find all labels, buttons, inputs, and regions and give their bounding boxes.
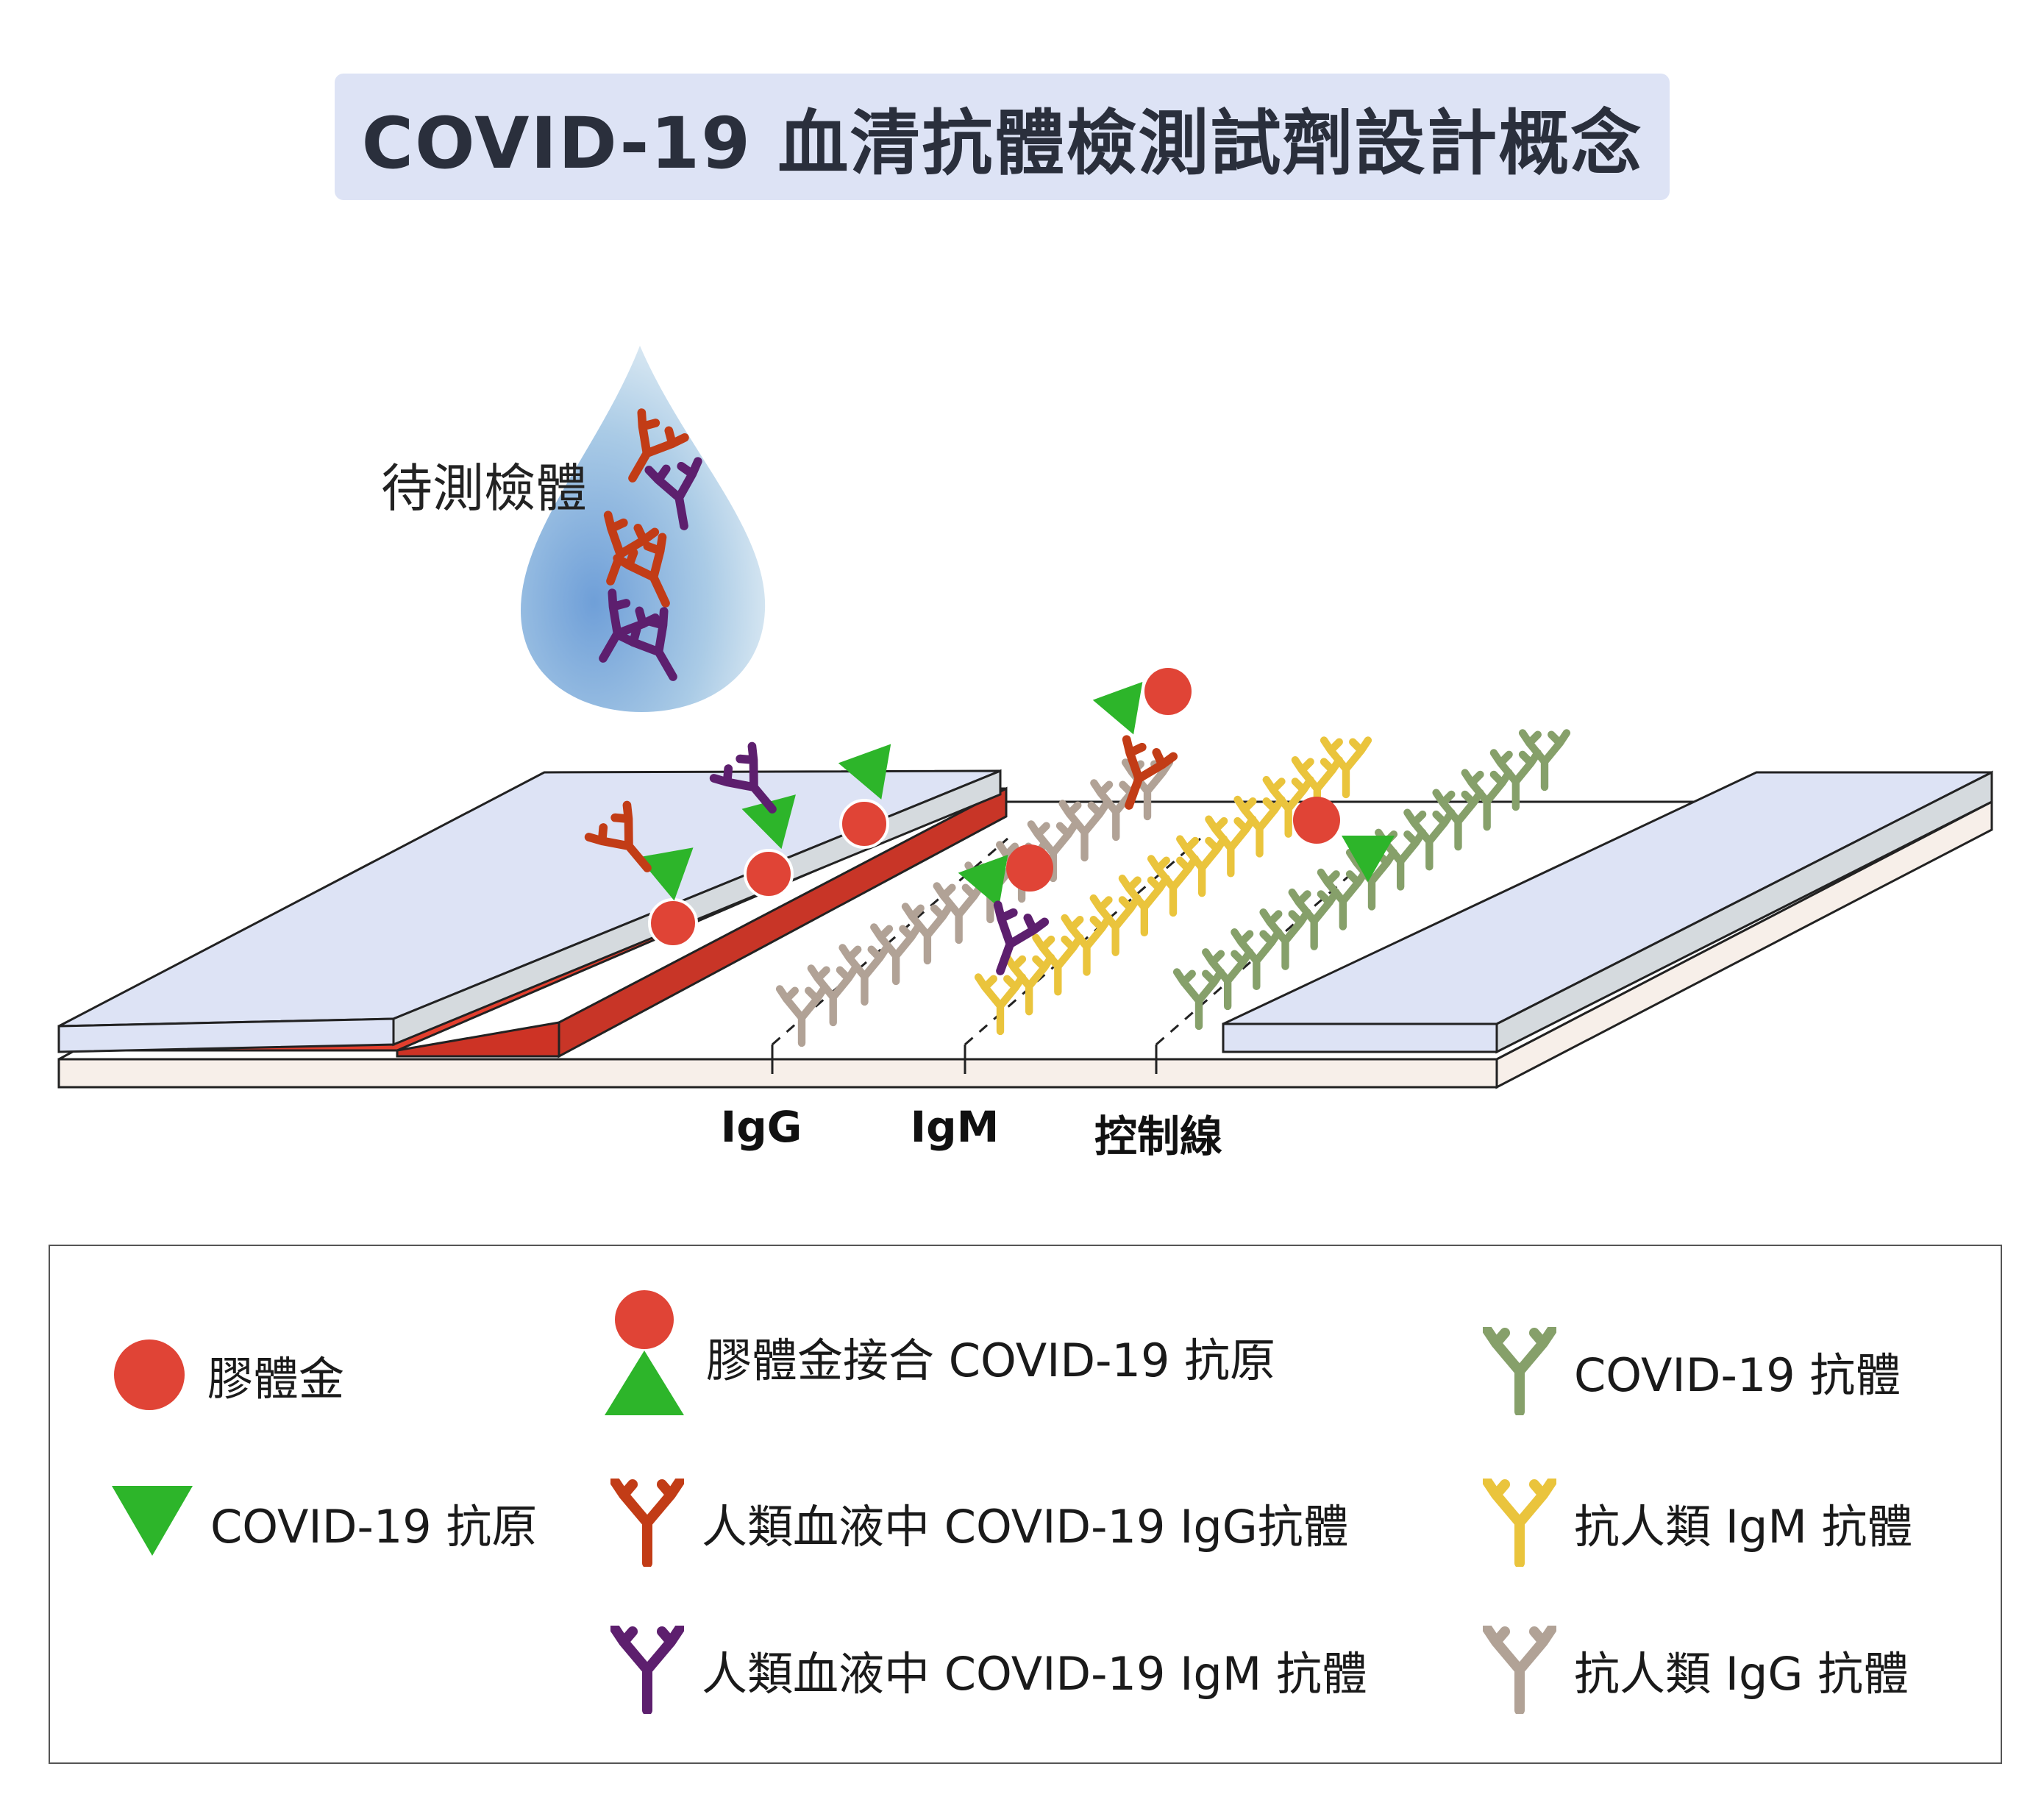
legend-label: 膠體金接合 COVID-19 抗原 — [706, 1334, 1276, 1387]
human-igg-antibody — [584, 800, 652, 872]
legend-label: 膠體金 — [207, 1352, 345, 1406]
page-title: COVID-19 血清抗體檢測試劑設計概念 — [361, 102, 1643, 185]
sample-label: 待測檢體 — [381, 458, 587, 519]
human-igm-antibody — [616, 607, 677, 681]
anti-igm-antibody — [1205, 815, 1257, 878]
absorbent-pad-front — [1222, 1022, 1498, 1053]
covid-antibody — [1231, 928, 1283, 991]
covid-antibody — [1202, 948, 1254, 1011]
human-igg-antibody — [613, 533, 670, 608]
anti-igg-antibody — [933, 882, 985, 944]
anti-igm-antibody — [1061, 914, 1113, 976]
antigen-triangle-icon — [112, 1486, 193, 1556]
antigen — [1342, 836, 1395, 882]
antigen — [638, 847, 694, 901]
legend-item-gold: 膠體金 — [109, 1334, 344, 1415]
covid-antibody — [1172, 968, 1225, 1031]
anti-igm-antibody — [1320, 736, 1372, 799]
covid-antibody — [1288, 888, 1340, 950]
anti-igm-antibody — [1147, 855, 1200, 917]
covid-antibody — [1461, 769, 1513, 831]
legend-label: 人類血液中 COVID-19 IgG抗體 — [702, 1500, 1349, 1554]
human-igm-antibody — [709, 741, 777, 814]
legend-item-conjugate: 膠體金接合 COVID-19 抗原 — [600, 1290, 1275, 1423]
line-label-igm: IgM — [910, 1102, 1000, 1152]
legend-label: COVID-19 抗原 — [210, 1500, 538, 1554]
absorbent-pad-side — [1495, 770, 1993, 1054]
anti-igm-antibody — [1032, 933, 1084, 996]
line-label-igg: IgG — [720, 1102, 802, 1152]
gold-particle — [744, 849, 794, 899]
anti-igm-antibody — [974, 973, 1027, 1036]
legend-label: COVID-19 抗體 — [1574, 1348, 1901, 1402]
anti-igg-antibody — [870, 923, 922, 986]
anti-igm-antibody — [1118, 875, 1170, 937]
antigen — [838, 744, 891, 800]
strip-base-side — [1495, 800, 1993, 1089]
anti-igm-antibody — [1233, 795, 1286, 858]
anti-igg-antibody — [901, 903, 953, 965]
legend-item-anti-igm: 抗人類 IgM 抗體 — [1483, 1479, 1913, 1567]
line-label-control: 控制線 — [1094, 1111, 1223, 1161]
anti-igm-antibody — [1003, 953, 1055, 1016]
covid-antibody — [1317, 868, 1369, 931]
anti-igm-antibody — [1089, 894, 1142, 956]
strip-base-front — [57, 1058, 1498, 1089]
covid-antibody — [1432, 789, 1484, 851]
legend-label: 抗人類 IgM 抗體 — [1574, 1500, 1913, 1554]
legend: 膠體金 膠體金接合 COVID-19 抗原 COVID-19 抗體 COVID-… — [49, 1245, 2002, 1764]
legend-item-covid-antibody: COVID-19 抗體 — [1483, 1327, 1901, 1415]
anti-igm-antibody — [1262, 775, 1314, 838]
anti-igg-antibody — [838, 944, 891, 1006]
covid-antibody — [1518, 729, 1571, 791]
anti-igg-antibody — [1058, 800, 1111, 862]
legend-item-human-igg: 人類血液中 COVID-19 IgG抗體 — [610, 1479, 1349, 1567]
covid-antibody — [1489, 749, 1542, 811]
covid-antibody — [1403, 808, 1456, 871]
test-strip-illustration — [57, 346, 1993, 1089]
anti-igg-icon — [1483, 1626, 1556, 1714]
covid-antibody-icon — [1483, 1327, 1556, 1415]
legend-item-human-igm: 人類血液中 COVID-19 IgM 抗體 — [610, 1626, 1367, 1714]
human-igm-icon — [610, 1626, 684, 1714]
gold-particle — [648, 898, 698, 948]
gold-conjugated-antigen-icon — [605, 1290, 684, 1415]
gold-particle — [1006, 844, 1053, 892]
anti-igm-antibody — [1176, 835, 1228, 897]
anti-igg-antibody — [807, 964, 859, 1027]
anti-igm-icon — [1483, 1479, 1556, 1567]
human-igm-antibody — [599, 588, 660, 663]
gold-particle — [839, 799, 889, 849]
title-banner: COVID-19 血清抗體檢測試劑設計概念 — [335, 74, 1670, 200]
gold-particle — [1293, 797, 1340, 844]
legend-label: 抗人類 IgG 抗體 — [1574, 1647, 1909, 1701]
antigen — [741, 794, 796, 850]
human-igg-antibody — [603, 510, 660, 586]
gold-particle — [1144, 668, 1192, 715]
anti-igg-antibody — [1090, 779, 1142, 842]
anti-igg-antibody — [775, 985, 828, 1047]
human-igm-antibody — [993, 900, 1050, 975]
legend-item-anti-igg: 抗人類 IgG 抗體 — [1483, 1626, 1909, 1714]
human-igg-antibody — [1122, 735, 1178, 810]
antigen — [958, 854, 1008, 908]
human-igg-antibody — [628, 408, 689, 483]
conjugate-pad-side — [558, 786, 1008, 1059]
floating-particles — [584, 408, 1395, 975]
human-igg-icon — [610, 1479, 684, 1567]
line-dash — [772, 837, 1008, 1046]
covid-antibody — [1259, 908, 1311, 970]
legend-item-antigen: COVID-19 抗原 — [112, 1486, 537, 1559]
antigen — [1092, 681, 1143, 735]
legend-label: 人類血液中 COVID-19 IgM 抗體 — [702, 1647, 1367, 1701]
capture-antibody-rows — [775, 729, 1571, 1047]
human-igm-antibody — [644, 457, 702, 530]
gold-particle-icon — [114, 1339, 185, 1410]
